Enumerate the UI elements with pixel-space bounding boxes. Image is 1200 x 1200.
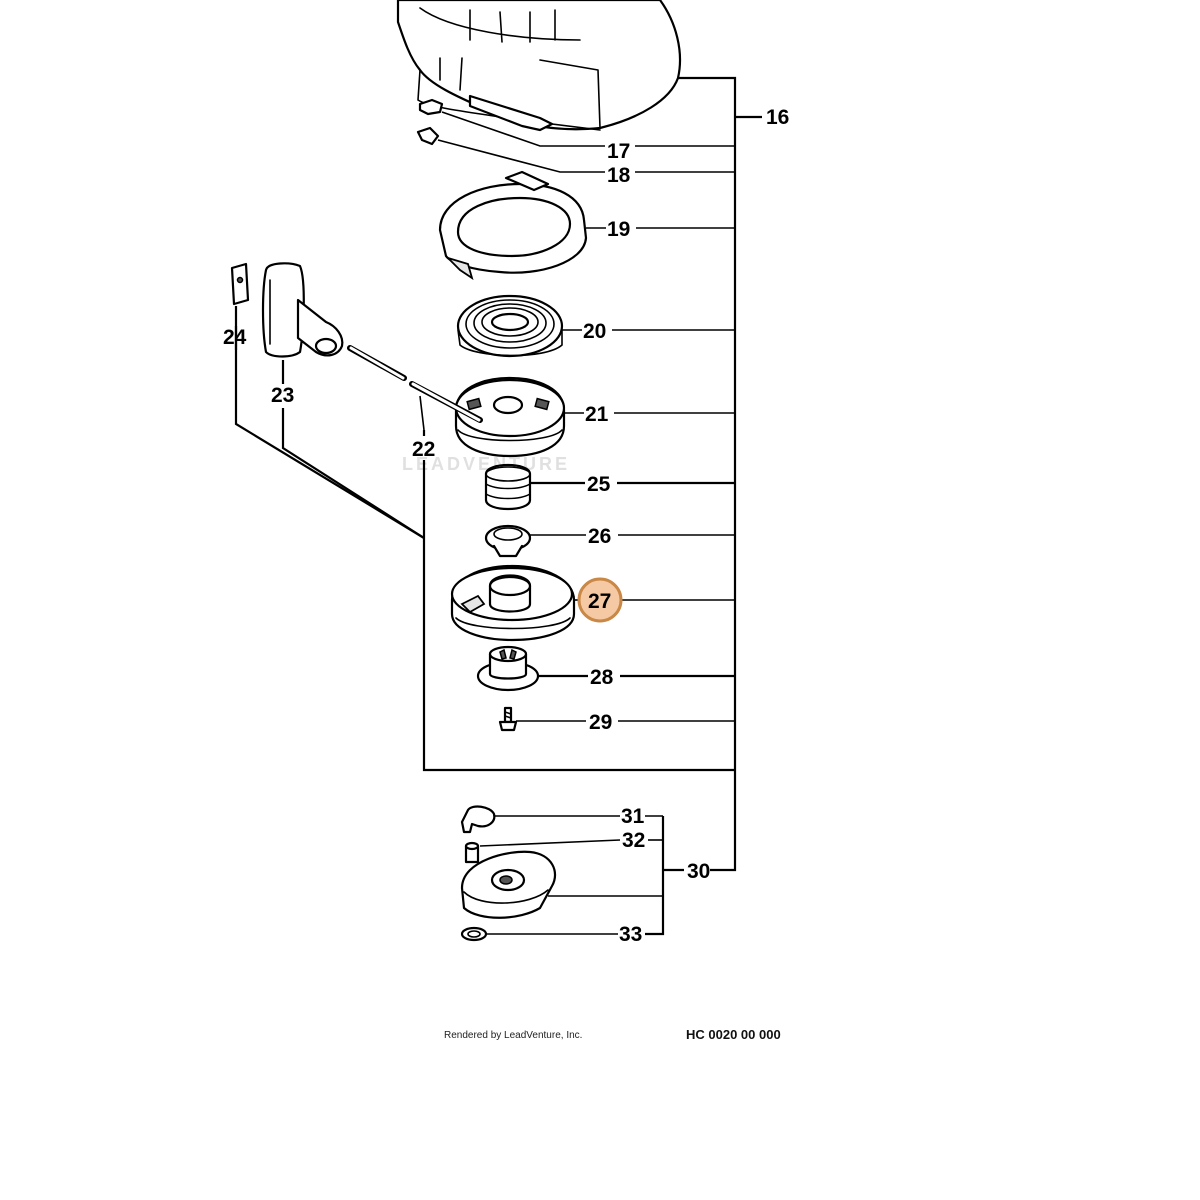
callout-20[interactable]: 20	[583, 320, 606, 343]
callout-28[interactable]: 28	[590, 666, 614, 689]
part-26-ratchet[interactable]	[484, 524, 532, 558]
part-23-starter-handle[interactable]	[261, 262, 344, 358]
callout-18[interactable]: 18	[607, 164, 631, 187]
part-31-pawl-knob[interactable]	[460, 805, 496, 834]
part-30-lower-housing[interactable]	[460, 850, 557, 919]
part-16-starter-housing[interactable]	[396, 0, 682, 132]
callout-27-highlight	[577, 577, 623, 623]
callout-26[interactable]: 26	[588, 525, 611, 548]
callout-25[interactable]: 25	[587, 473, 611, 496]
part-17-clip[interactable]	[418, 98, 444, 116]
part-19-cover-ring[interactable]	[438, 170, 588, 281]
callout-23[interactable]: 23	[271, 384, 294, 407]
callout-29[interactable]: 29	[589, 711, 612, 734]
callout-22[interactable]: 22	[412, 438, 435, 461]
part-22-starter-rope[interactable]	[347, 345, 483, 423]
callout-21[interactable]: 21	[585, 403, 609, 426]
diagram-code: HC 0020 00 000	[686, 1027, 781, 1042]
callout-16[interactable]: 16	[766, 106, 789, 129]
callout-31[interactable]: 31	[621, 805, 645, 828]
part-32-bushing[interactable]	[464, 841, 480, 864]
part-27-starter-cup[interactable]	[450, 564, 576, 642]
part-24-label-tag[interactable]	[230, 262, 250, 306]
callout-24[interactable]: 24	[223, 326, 247, 349]
leader-lines	[234, 76, 762, 936]
callout-17[interactable]: 17	[607, 140, 630, 163]
part-29-screw[interactable]	[498, 706, 518, 732]
part-25-spring[interactable]	[484, 464, 532, 510]
part-33-circlip[interactable]	[460, 926, 488, 942]
callout-27[interactable]: 27	[588, 590, 611, 613]
callout-30[interactable]: 30	[687, 860, 710, 883]
part-21-rope-pulley[interactable]	[454, 376, 566, 458]
callout-33[interactable]: 33	[619, 923, 642, 946]
part-18-pawl[interactable]	[416, 126, 440, 146]
callout-32[interactable]: 32	[622, 829, 645, 852]
part-28-hub[interactable]	[476, 645, 540, 692]
callout-labels: 16 17 18 19 20 21 22 23 24 25 26 27 28 2…	[223, 106, 789, 946]
footer-credit: Rendered by LeadVenture, Inc.	[444, 1030, 583, 1041]
callout-19[interactable]: 19	[607, 218, 630, 241]
part-20-recoil-spring[interactable]	[456, 294, 564, 358]
